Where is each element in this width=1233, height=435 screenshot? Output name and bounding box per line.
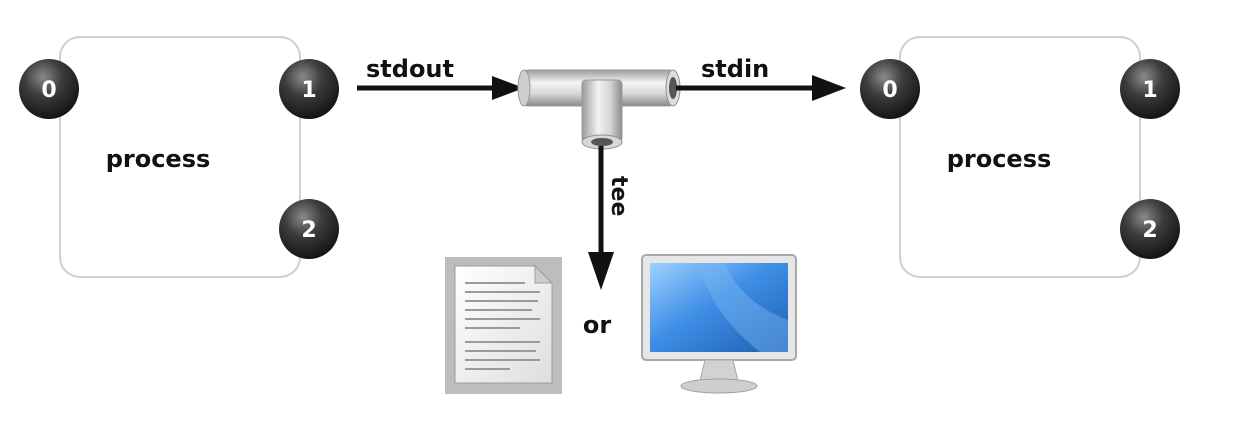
stdout-arrow (357, 76, 524, 100)
left-fd-stderr-number: 2 (301, 218, 316, 243)
left-process: process 0 1 2 (19, 36, 339, 278)
or-label: or (583, 311, 611, 339)
right-fd-stdin-number: 0 (882, 78, 897, 103)
right-fd-stdout-number: 1 (1142, 78, 1157, 103)
right-process-label: process (947, 145, 1052, 173)
left-fd-stdout: 1 (279, 59, 339, 119)
left-fd-stdin: 0 (19, 59, 79, 119)
stdin-arrow (676, 75, 846, 101)
stdout-label: stdout (366, 55, 454, 83)
monitor-icon (641, 254, 797, 394)
tee-down-arrow (588, 146, 614, 290)
right-fd-stdout: 1 (1120, 59, 1180, 119)
right-process-box (899, 36, 1141, 278)
tee-label: tee (606, 176, 631, 216)
document-icon (445, 257, 562, 394)
right-fd-stderr: 2 (1120, 199, 1180, 259)
right-fd-stderr-number: 2 (1142, 218, 1157, 243)
tee-pipe-icon (517, 69, 681, 150)
left-fd-stderr: 2 (279, 199, 339, 259)
stdin-label: stdin (701, 55, 769, 83)
left-fd-stdout-number: 1 (301, 78, 316, 103)
left-fd-stdin-number: 0 (41, 78, 56, 103)
left-process-label: process (106, 145, 211, 173)
left-process-box (59, 36, 301, 278)
right-process: process 0 1 2 (860, 36, 1180, 278)
right-fd-stdin: 0 (860, 59, 920, 119)
